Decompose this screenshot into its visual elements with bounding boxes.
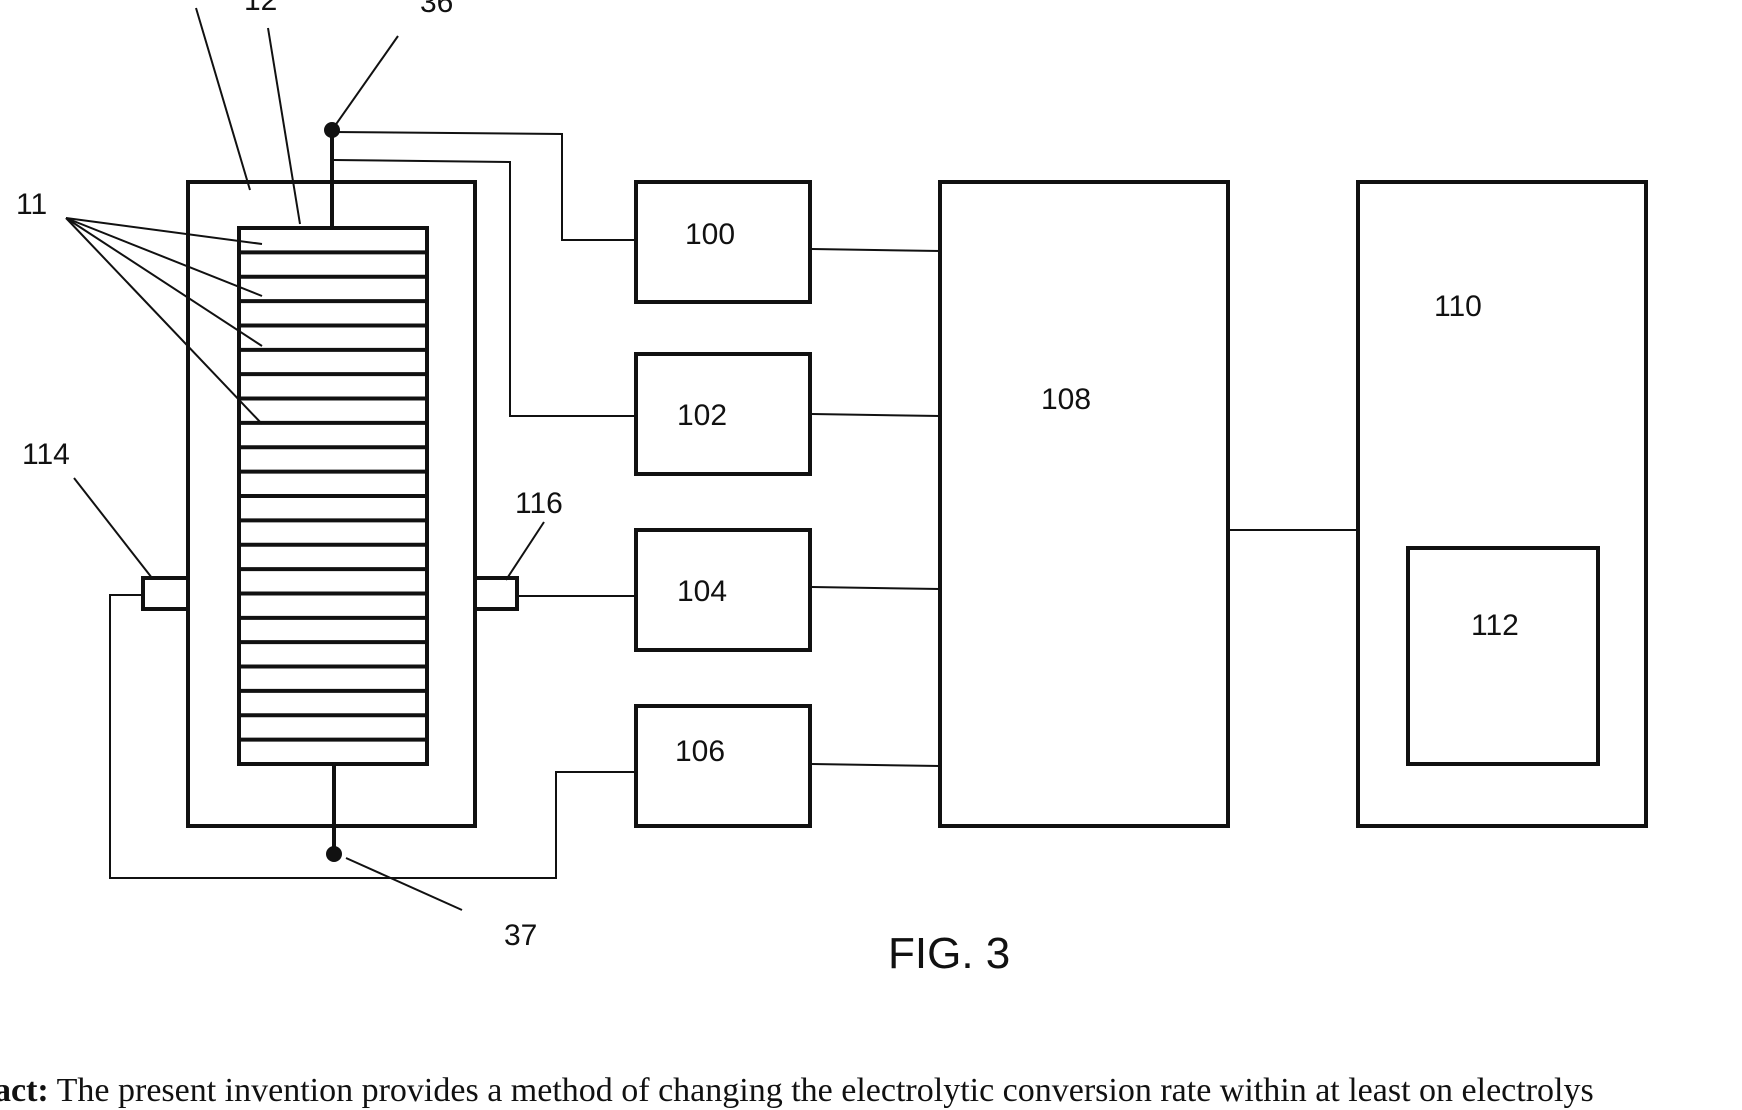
block-106-label: 106 [675, 735, 725, 768]
wire-36-to-100 [332, 132, 636, 240]
leader-11-d [66, 218, 262, 424]
ref-label-114: 114 [22, 438, 70, 471]
wire-100-to-108 [812, 249, 940, 251]
leader-12 [268, 28, 300, 224]
block-112 [1408, 548, 1598, 764]
terminal-36-node [324, 122, 340, 138]
ref-label-12: 12 [244, 0, 277, 17]
wire-106-to-108 [812, 764, 940, 766]
figure-caption: FIG. 3 [888, 929, 1010, 978]
leader-11-c [66, 218, 262, 346]
terminal-37-node [326, 846, 342, 862]
block-100-label: 100 [685, 218, 735, 251]
sensor-116 [475, 578, 517, 609]
wire-104-to-108 [812, 587, 940, 589]
leader-11-b [66, 218, 262, 296]
block-102-label: 102 [677, 399, 727, 432]
block-110-label: 110 [1434, 290, 1482, 323]
ref-label-11: 11 [16, 188, 47, 221]
block-110 [1358, 182, 1646, 826]
wire-stack-to-102 [334, 160, 636, 416]
leader-36 [332, 36, 398, 130]
block-112-label: 112 [1471, 609, 1519, 642]
blocks [636, 182, 1646, 826]
leader-11-a [66, 218, 262, 244]
block-104-label: 104 [677, 575, 727, 608]
ref-label-37: 37 [504, 919, 537, 952]
leader-114 [74, 478, 152, 578]
abstract-lead: act: [0, 1072, 49, 1109]
block-108 [940, 182, 1228, 826]
ref-label-116: 116 [515, 487, 563, 520]
leader-lines [66, 8, 544, 910]
cell-stack [239, 228, 427, 764]
ref-label-36: 36 [420, 0, 453, 19]
abstract-text: act: The present invention provides a me… [0, 1072, 1742, 1110]
block-108-label: 108 [1041, 383, 1091, 416]
abstract-body: The present invention provides a method … [49, 1072, 1594, 1109]
sensor-114 [143, 578, 188, 609]
leader-116 [506, 522, 544, 580]
leader-37 [346, 858, 462, 910]
wire-102-to-108 [812, 414, 940, 416]
leader-10 [196, 8, 250, 190]
